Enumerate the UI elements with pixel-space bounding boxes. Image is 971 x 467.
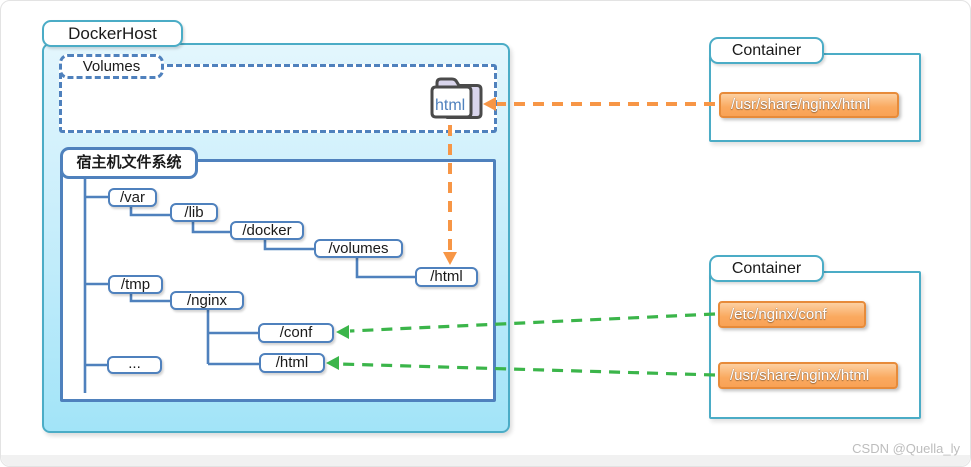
tree-node-nginx-html: /html — [259, 353, 325, 373]
container-2-path-conf: /etc/nginx/conf — [718, 301, 866, 328]
html-volume-folder-icon: html — [424, 73, 486, 125]
folder-icon: html — [430, 77, 483, 119]
tree-node-volumes-html: /html — [415, 267, 478, 287]
tree-node-volumes: /volumes — [314, 239, 403, 258]
tree-node-tmp: /tmp — [108, 275, 163, 294]
bottom-strip — [1, 455, 970, 466]
tree-node-docker: /docker — [230, 221, 304, 240]
filesystem-label: 宿主机文件系统 — [60, 147, 198, 179]
container-1-label: Container — [709, 37, 824, 64]
watermark: CSDN @Quella_ly — [852, 441, 960, 456]
container-2-box — [709, 271, 921, 419]
dockerhost-label: DockerHost — [42, 20, 183, 47]
volumes-label: Volumes — [59, 54, 164, 79]
orange-arrow-horizontal — [483, 97, 715, 111]
tree-node-lib: /lib — [170, 203, 218, 222]
container-1-path-html: /usr/share/nginx/html — [719, 92, 899, 118]
tree-node-ellipsis: ... — [107, 356, 162, 374]
tree-node-conf: /conf — [258, 323, 334, 343]
tree-node-var: /var — [108, 188, 157, 207]
tree-node-nginx: /nginx — [170, 291, 244, 310]
folder-label: html — [435, 97, 465, 114]
container-2-path-html: /usr/share/nginx/html — [718, 362, 898, 389]
container-2-label: Container — [709, 255, 824, 282]
